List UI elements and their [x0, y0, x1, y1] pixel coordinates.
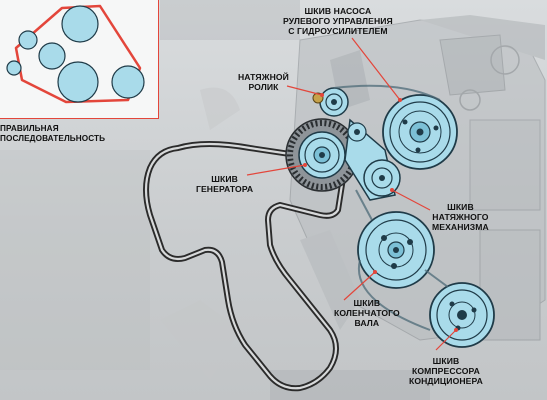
callout-dots	[303, 93, 458, 332]
label-line: НАТЯЖНОГО	[432, 212, 489, 222]
label-line: С ГИДРОУСИЛИТЕЛЕМ	[288, 26, 388, 36]
label-line: КОНДИЦИОНЕРА	[409, 376, 483, 386]
label-line: ВАЛА	[354, 318, 380, 328]
label-tensioner-pulley: ШКИВ НАТЯЖНОГО МЕХАНИЗМА	[432, 202, 489, 232]
label-line: ГЕНЕРАТОРА	[196, 184, 254, 194]
installed-belt	[333, 84, 449, 331]
crankshaft-pulley	[357, 211, 435, 289]
label-line: КОМПРЕССОРА	[412, 366, 480, 376]
inset-caption-line1: ПРАВИЛЬНАЯ	[0, 124, 59, 133]
ac-compressor-pulley	[429, 282, 495, 348]
label-generator-pulley: ШКИВ ГЕНЕРАТОРА	[196, 174, 253, 194]
background-text-blocks	[160, 0, 430, 400]
label-line: ШКИВ	[211, 174, 238, 184]
inset-pulley	[6, 60, 22, 76]
label-line: ШКИВ	[353, 298, 381, 308]
inset-pulley	[61, 5, 99, 43]
inset-diagram	[6, 4, 145, 104]
label-tension-roller: НАТЯЖНОЙ РОЛИК	[238, 72, 289, 92]
routing-inset	[0, 0, 159, 119]
inset-pulley	[18, 30, 38, 50]
label-crankshaft-pulley: ШКИВ КОЛЕНЧАТОГО ВАЛА	[334, 298, 400, 328]
callout-lines	[246, 37, 457, 351]
inset-pulley	[111, 65, 145, 99]
label-line: ШКИВ	[432, 356, 460, 366]
tension-roller	[312, 87, 349, 117]
label-line: ШКИВ	[447, 202, 474, 212]
inset-pulley	[38, 42, 66, 70]
inset-caption-line2: ПОСЛЕДОВАТЕЛЬНОСТЬ	[0, 134, 106, 143]
label-line: РОЛИК	[248, 82, 279, 92]
label-power-steering-pulley: ШКИВ НАСОСА РУЛЕВОГО УПРАВЛЕНИЯ С ГИДРОУ…	[283, 6, 393, 36]
label-line: РУЛЕВОГО УПРАВЛЕНИЯ	[283, 16, 393, 26]
inset-caption: ПРАВИЛЬНАЯ ПОСЛЕДОВАТЕЛЬНОСТЬ	[0, 124, 105, 144]
label-line: МЕХАНИЗМА	[432, 222, 489, 232]
label-line: ШКИВ НАСОСА	[304, 6, 372, 16]
label-line: НАТЯЖНОЙ	[238, 72, 289, 82]
label-line: КОЛЕНЧАТОГО	[334, 308, 400, 318]
drive-belt	[143, 141, 347, 392]
label-ac-compressor-pulley: ШКИВ КОМПРЕССОРА КОНДИЦИОНЕРА	[409, 356, 483, 386]
inset-pulley	[57, 61, 99, 103]
tensioner-pulley	[344, 118, 401, 201]
power-steering-pulley	[382, 94, 458, 170]
